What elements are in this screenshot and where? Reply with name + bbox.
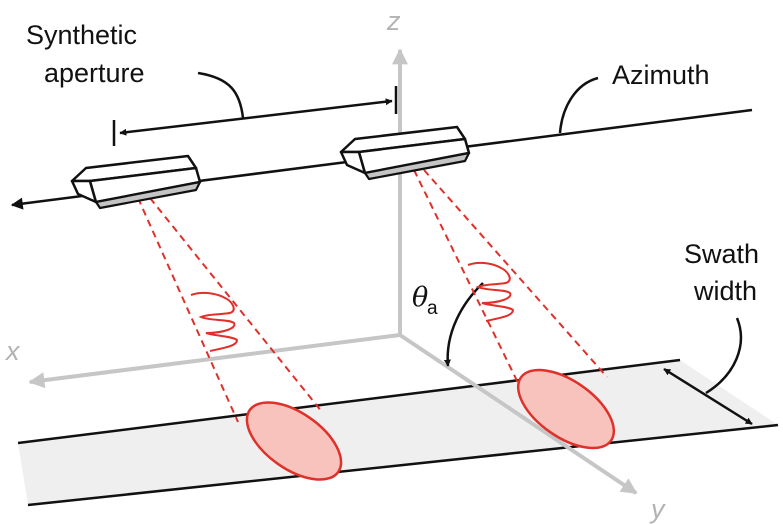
coordinate-axes (28, 48, 638, 495)
theta-symbol: θ (412, 282, 428, 313)
antenna-right (339, 125, 471, 181)
synthetic-aperture-arrow (112, 71, 398, 146)
swath-width-label-line1: Swath (684, 239, 759, 269)
theta-subscript: a (427, 298, 438, 319)
y-axis-label: y (649, 494, 666, 524)
beam-left (137, 197, 343, 481)
footprint-right (516, 368, 616, 450)
azimuth-leader (558, 76, 599, 134)
swath-width-arrow (663, 317, 753, 426)
swath-width-label-line2: width (693, 276, 757, 306)
synthetic-aperture-label-line2: aperture (44, 58, 145, 88)
z-axis-label: z (386, 6, 401, 36)
x-axis (28, 333, 401, 389)
antenna-left (70, 154, 202, 210)
beam-right (413, 169, 616, 450)
footprint-left (245, 401, 343, 481)
look-angle-arc (443, 282, 484, 367)
y-axis (398, 333, 638, 495)
synthetic-aperture-label-line1: Synthetic (26, 20, 137, 50)
swath-strip (17, 358, 779, 507)
azimuth-label: Azimuth (612, 60, 710, 90)
x-axis-label: x (4, 336, 21, 366)
